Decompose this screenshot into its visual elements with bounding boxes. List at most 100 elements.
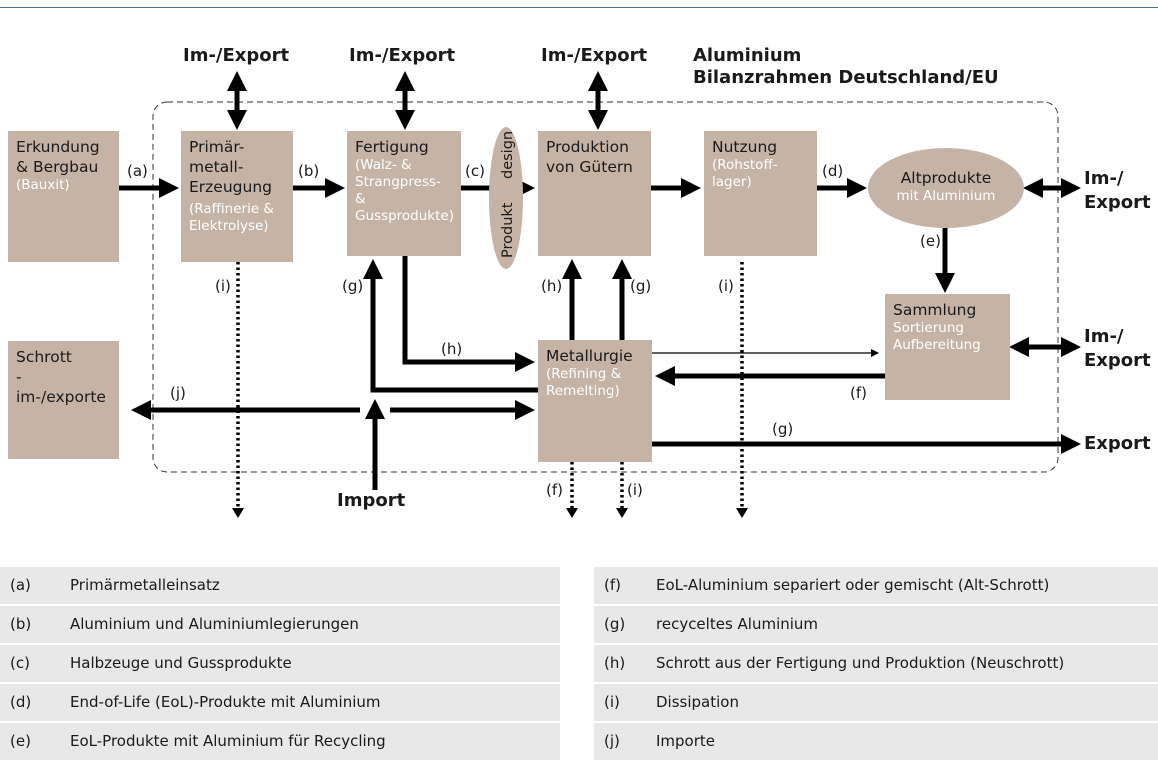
flow-label-f-mid: (f) — [850, 384, 867, 402]
box-produktion: Produktion von Gütern — [538, 131, 651, 256]
side-imex-1: Im-/ — [1084, 168, 1124, 189]
sammlung-sub2: Aufbereitung — [893, 337, 981, 353]
legend-key: (h) — [604, 654, 626, 672]
altprodukte-ellipse — [868, 148, 1024, 228]
legend-key: (a) — [10, 576, 31, 594]
erkundung-sub: (Bauxit) — [16, 177, 70, 193]
produktion-line1: Produktion — [546, 138, 629, 156]
box-nutzung: Nutzung (Rohstoff- lager) — [704, 131, 817, 256]
legend-text: EoL-Produkte mit Aluminium für Recycling — [70, 732, 386, 750]
fertigung-sub2: Strangpress- & — [355, 174, 441, 207]
altprodukte-line1: Altprodukte — [900, 169, 992, 187]
legend-text: EoL-Aluminium separiert oder gemischt (A… — [656, 576, 1050, 594]
produktdesign-text-b: design — [500, 131, 516, 179]
diagram-title-line1: Aluminium — [693, 45, 802, 66]
flow-label-f-low: (f) — [546, 481, 563, 499]
export-label: Export — [1084, 433, 1151, 454]
legend-right-column: (f) EoL-Aluminium separiert oder gemischt… — [594, 565, 1158, 760]
legend-row: (f) EoL-Aluminium separiert oder gemischt… — [594, 565, 1158, 604]
flow-label-g-left: (g) — [342, 277, 364, 295]
nutzung-sub1: (Rohstoff- — [712, 157, 778, 173]
dissipation-primaer-head — [232, 508, 244, 518]
legend-row: (i) Dissipation — [594, 682, 1158, 721]
legend-key: (g) — [604, 615, 626, 633]
nutzung-line1: Nutzung — [712, 138, 778, 156]
legend-key: (d) — [10, 693, 32, 711]
box-fertigung: Fertigung (Walz- & Strangpress- & Gusspr… — [347, 131, 461, 256]
legend-row: (h) Schrott aus der Fertigung und Produkt… — [594, 643, 1158, 682]
erkundung-line2: & Bergbau — [16, 158, 99, 176]
legend-row: (b)Aluminium und Aluminiumlegierungen — [0, 604, 560, 643]
flow-label-a: (a) — [127, 162, 148, 180]
primaer-line3: Erzeugung — [189, 178, 272, 196]
flow-label-i-low: (i) — [627, 481, 643, 499]
imex-label-2: Im-/Export — [349, 45, 456, 66]
side-imex-2: Im-/ — [1084, 326, 1124, 347]
flow-label-g-up: (g) — [630, 277, 652, 295]
flow-label-d: (d) — [822, 162, 844, 180]
altprodukte-sub: mit Aluminium — [896, 188, 996, 204]
flow-label-h-up: (h) — [541, 277, 563, 295]
box-metallurgie: Metallurgie (Refining & Remelting) — [538, 340, 652, 462]
legend-key: (i) — [604, 693, 620, 711]
legend-left-column: (a) Primärmetalleinsatz (b)Aluminium und … — [0, 565, 560, 760]
produktdesign-text-a: Produkt — [500, 202, 516, 258]
produktion-line2: von Gütern — [546, 158, 633, 176]
flow-h-fertigung — [402, 256, 535, 372]
legend-text: recyceltes Aluminium — [656, 615, 819, 633]
fertigung-line1: Fertigung — [355, 138, 429, 156]
legend-text: Importe — [656, 732, 716, 750]
legend-text: Halbzeuge und Gussprodukte — [70, 654, 292, 672]
primaer-sub1: (Raffinerie & — [189, 201, 274, 217]
box-sammlung: Sammlung Sortierung Aufbereitung — [885, 294, 1010, 400]
primaer-line2: metall- — [189, 158, 244, 176]
box-primaer: Primär- metall- Erzeugung (Raffinerie & … — [181, 131, 293, 262]
flow-label-c: (c) — [465, 162, 485, 180]
produktdesign-ellipse — [489, 127, 523, 269]
metallurgie-line1: Metallurgie — [546, 347, 633, 365]
box-schrott: Schrott -im-/exporte — [8, 341, 119, 459]
metallurgie-sub2: Remelting) — [546, 383, 620, 399]
boundary-frame — [152, 101, 1059, 473]
flow-g-fertigung — [363, 259, 538, 393]
altprodukte-text: Altprodukte mit Aluminium — [868, 168, 1024, 205]
flow-label-g-mid: (g) — [772, 420, 794, 438]
side-imex-1b: Export — [1084, 192, 1151, 213]
diagram-lines: Produkt design — [34, 71, 1081, 518]
erkundung-line1: Erkundung — [16, 138, 100, 156]
legend-key: (f) — [604, 576, 621, 594]
dissipation-f-head — [566, 508, 578, 518]
header-rule — [0, 7, 1158, 8]
legend-row: (c) Halbzeuge und Gussprodukte — [0, 643, 560, 682]
fertigung-sub3: Gussprodukte) — [355, 208, 454, 224]
legend-row: (j) Importe — [594, 721, 1158, 760]
dissipation-nutzung-head — [736, 508, 748, 518]
legend-text: Schrott aus der Fertigung und Produktion… — [656, 654, 1065, 672]
flow-label-h-low: (h) — [441, 340, 463, 358]
legend-text: Aluminium und Aluminiumlegierungen — [70, 615, 359, 633]
dissipation-i-head — [616, 508, 628, 518]
imex-label-3: Im-/Export — [541, 45, 648, 66]
flow-label-b: (b) — [298, 162, 320, 180]
flow-label-i2: (i) — [718, 277, 734, 295]
metallurgie-sub1: (Refining & — [546, 366, 622, 382]
primaer-sub2: Elektrolyse) — [189, 218, 269, 234]
flow-label-j: (j) — [170, 384, 186, 402]
import-label: Import — [337, 490, 406, 511]
legend-row: (g) recyceltes Aluminium — [594, 604, 1158, 643]
legend-key: (c) — [10, 654, 30, 672]
sammlung-line1: Sammlung — [893, 301, 977, 319]
side-imex-2b: Export — [1084, 350, 1151, 371]
legend-row: (e)EoL-Produkte mit Aluminium für Recycl… — [0, 721, 560, 760]
box-erkundung: Erkundung & Bergbau (Bauxit) — [8, 131, 119, 262]
legend-text: Dissipation — [656, 693, 739, 711]
nutzung-sub2: lager) — [712, 174, 752, 190]
fertigung-sub1: (Walz- & — [355, 157, 412, 173]
schrott-line1: Schrott — [16, 348, 72, 366]
legend-text: Primärmetalleinsatz — [70, 576, 220, 594]
legend-row: (d)End-of-Life (EoL)-Produkte mit Alumin… — [0, 682, 560, 721]
flow-label-i1: (i) — [215, 277, 231, 295]
schrott-line2: -im-/exporte — [16, 368, 106, 406]
imex-label-1: Im-/Export — [183, 45, 290, 66]
legend-key: (j) — [604, 732, 620, 750]
